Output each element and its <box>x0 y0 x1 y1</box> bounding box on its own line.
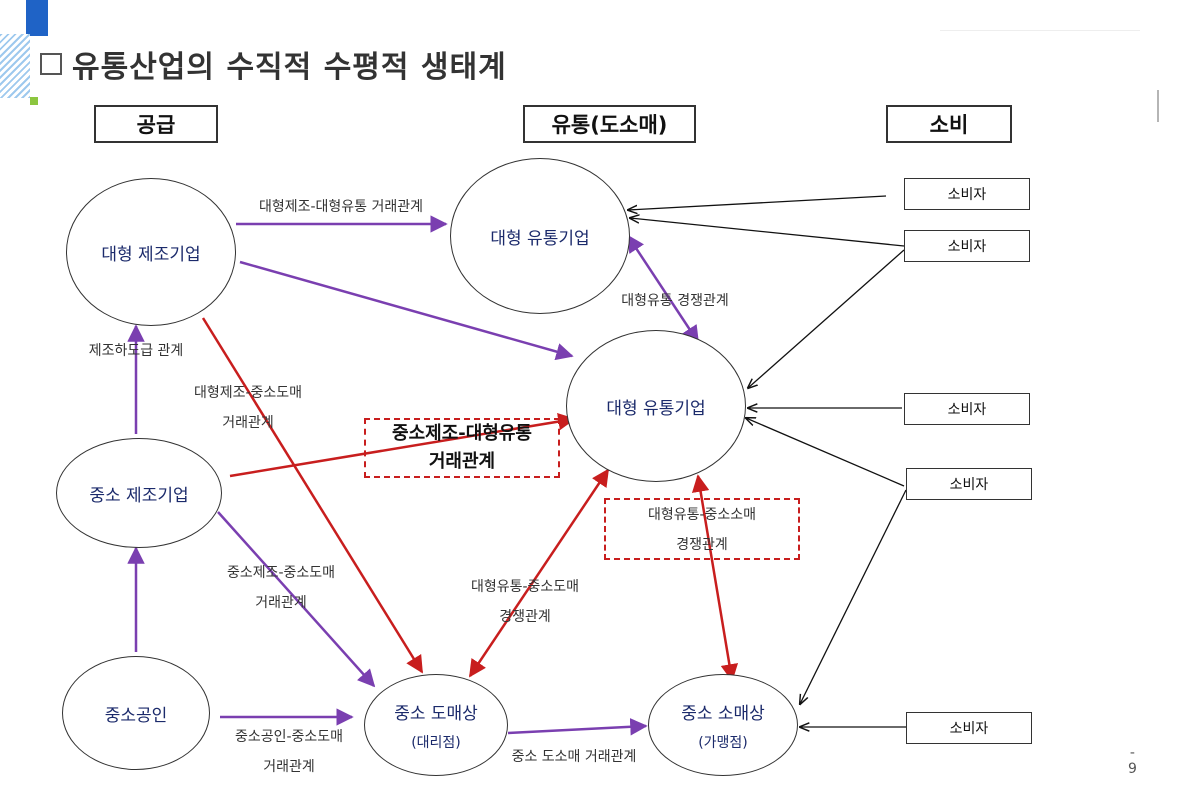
page-number: - 9 <box>1128 745 1137 777</box>
label-large-mfr-large-dist: 대형제조-대형유통 거래관계 <box>258 199 424 215</box>
node-large-distributor-top-label: 대형 유통기업 <box>490 228 590 249</box>
arrow-consumer2-to-large-dist-mid <box>748 249 905 388</box>
node-sme-retailer: 중소 소매상 (가맹점) <box>648 674 798 776</box>
consumer-box-4: 소비자 <box>906 468 1032 500</box>
page-number-dash: - <box>1129 745 1135 761</box>
consumer-box-2: 소비자 <box>904 230 1030 262</box>
node-large-manufacturer: 대형 제조기업 <box>66 178 236 326</box>
arrow-sme-mfr-to-wholesale <box>217 511 376 688</box>
node-sme-retailer-sublabel: (가맹점) <box>698 734 748 751</box>
node-large-manufacturer-label: 대형 제조기업 <box>101 244 201 265</box>
label-large-mfr-sme-wholesale-line1: 대형제조-중소도매 <box>193 385 303 401</box>
label-sme-mfr-large-dist-line2: 거래관계 <box>428 451 496 472</box>
label-large-dist-sme-wholesale-line1: 대형유통-중소도매 <box>470 579 580 595</box>
label-artisan-wholesale-line1: 중소공인-중소도매 <box>234 729 344 745</box>
label-large-dist-competition: 대형유통 경쟁관계 <box>621 293 729 309</box>
label-subcontract: 제조하도급 관계 <box>88 343 184 359</box>
node-sme-manufacturer-label: 중소 제조기업 <box>89 485 189 506</box>
corner-accent-bar <box>26 0 48 36</box>
label-large-dist-sme-wholesale: 대형유통-중소도매 경쟁관계 <box>450 572 600 632</box>
label-large-dist-sme-retail: 대형유통-중소소매 경쟁관계 <box>604 500 800 560</box>
label-sme-mfr-sme-wholesale-line2: 거래관계 <box>255 595 307 611</box>
label-large-dist-sme-retail-line1: 대형유통-중소소매 <box>647 507 757 523</box>
label-sme-mfr-sme-wholesale: 중소제조-중소도매 거래관계 <box>206 558 356 618</box>
node-large-distributor-mid: 대형 유통기업 <box>566 330 746 482</box>
consumer-box-5: 소비자 <box>906 712 1032 744</box>
arrow-consumer4-to-large-dist-mid <box>746 418 905 487</box>
arrow-consumer2-to-large-dist-top <box>630 218 905 247</box>
arrow-large-dist-vs-wholesale <box>468 468 610 678</box>
slide-title-text: 유통산업의 수직적 수평적 생태계 <box>72 50 507 85</box>
label-large-dist-sme-retail-line2: 경쟁관계 <box>676 537 728 553</box>
consumer-box-3: 소비자 <box>904 393 1030 425</box>
node-sme-manufacturer: 중소 제조기업 <box>56 438 222 548</box>
label-sme-mfr-large-dist: 중소제조-대형유통 거래관계 <box>364 418 560 476</box>
node-small-artisan-label: 중소공인 <box>104 705 168 726</box>
arrow-consumer4-to-retail <box>800 489 907 704</box>
top-divider-line <box>940 30 1140 31</box>
slide-title: 유통산업의 수직적 수평적 생태계 <box>40 44 507 85</box>
label-wholesale-retail: 중소 도소매 거래관계 <box>511 749 637 765</box>
node-sme-wholesaler: 중소 도매상 (대리점) <box>364 674 508 776</box>
arrow-large-dist-vs-retail <box>691 474 739 682</box>
arrow-wholesale-to-retail <box>507 718 648 736</box>
header-supply: 공급 <box>94 105 218 143</box>
right-edge-marker <box>1157 90 1159 122</box>
node-sme-retailer-label: 중소 소매상 <box>681 703 765 724</box>
label-large-mfr-sme-wholesale: 대형제조-중소도매 거래관계 <box>178 378 318 438</box>
page-number-value: 9 <box>1128 761 1137 777</box>
header-distribution: 유통(도소매) <box>523 105 696 143</box>
label-artisan-wholesale-line2: 거래관계 <box>263 759 315 775</box>
highlight-box-large-dist-sme-retail <box>604 498 800 560</box>
corner-hatch-pattern <box>0 34 30 98</box>
label-large-mfr-sme-wholesale-line2: 거래관계 <box>222 415 274 431</box>
label-artisan-wholesale: 중소공인-중소도매 거래관계 <box>214 722 364 782</box>
node-large-distributor-top: 대형 유통기업 <box>450 158 630 314</box>
label-large-dist-sme-wholesale-line2: 경쟁관계 <box>499 609 551 625</box>
header-consumption: 소비 <box>886 105 1012 143</box>
highlight-box-sme-mfr-large-dist <box>364 418 560 478</box>
arrow-sme-mfr-to-large-dist-mid <box>229 412 576 478</box>
checkbox-bullet-icon <box>40 53 62 75</box>
arrow-consumer1-to-large-dist-top <box>628 195 887 210</box>
label-sme-mfr-large-dist-line1: 중소제조-대형유통 <box>392 423 532 444</box>
node-small-artisan: 중소공인 <box>62 656 210 770</box>
node-large-distributor-mid-label: 대형 유통기업 <box>606 398 706 419</box>
arrow-large-dist-competition <box>626 234 700 344</box>
node-sme-wholesaler-label: 중소 도매상 <box>394 703 478 724</box>
arrow-large-mfr-to-wholesale <box>201 317 424 674</box>
label-sme-mfr-sme-wholesale-line1: 중소제조-중소도매 <box>226 565 336 581</box>
arrow-large-mfr-to-large-dist-mid <box>239 260 574 361</box>
node-sme-wholesaler-sublabel: (대리점) <box>411 734 461 751</box>
corner-green-square <box>30 97 38 105</box>
consumer-box-1: 소비자 <box>904 178 1030 210</box>
